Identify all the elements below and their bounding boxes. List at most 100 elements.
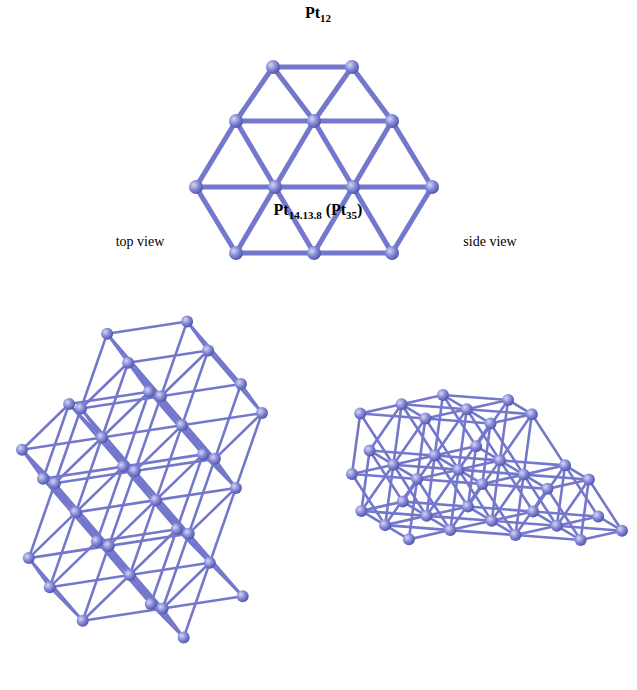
bond-line	[352, 474, 417, 479]
platinum-atom	[592, 510, 604, 522]
bond-line	[467, 409, 532, 414]
platinum-atom	[77, 615, 89, 627]
platinum-atom	[229, 246, 243, 260]
bond-line	[182, 351, 208, 426]
platinum-atom	[476, 478, 488, 490]
bond-line	[557, 526, 622, 531]
platinum-atom	[526, 408, 538, 420]
platinum-atom	[256, 407, 268, 419]
bond-line	[482, 484, 547, 489]
platinum-atom	[307, 114, 321, 128]
platinum-atom	[364, 444, 376, 456]
platinum-atom	[268, 180, 282, 194]
platinum-atom	[396, 398, 408, 410]
bond-line	[353, 185, 432, 190]
formula-text: (Pt	[326, 201, 346, 218]
bond-line	[409, 479, 417, 539]
bond-line	[581, 531, 622, 540]
label-group: Pt12	[305, 4, 331, 24]
platinum-atom	[559, 459, 571, 471]
bond-line	[275, 121, 314, 187]
platinum-atom	[486, 515, 498, 527]
bond-line	[589, 480, 622, 531]
platinum-atom	[437, 389, 449, 401]
platinum-atom	[583, 474, 595, 486]
bond-line	[43, 479, 97, 542]
bond-line	[450, 530, 515, 535]
bond-line	[107, 334, 161, 397]
bond-line	[43, 467, 123, 479]
bond-line	[425, 419, 490, 424]
bond-line	[177, 454, 203, 529]
platinum-atom	[124, 569, 136, 581]
platinum-atom	[96, 432, 108, 444]
bond-line	[210, 488, 236, 563]
bond-line	[352, 414, 360, 474]
platinum-atom	[345, 60, 359, 74]
platinum-atom	[307, 246, 321, 260]
platinum-atom	[346, 468, 358, 480]
formula-text: )	[357, 201, 362, 218]
platinum-atom	[385, 114, 399, 128]
platinum-atom	[91, 535, 103, 547]
formula-text: Pt	[305, 4, 320, 21]
bond-line	[69, 392, 149, 404]
bond-line	[50, 541, 97, 587]
bond-line	[515, 489, 547, 535]
bond-line	[275, 185, 353, 190]
platinum-atom	[44, 581, 56, 593]
platinum-atom	[101, 328, 113, 340]
platinum-atom	[346, 180, 360, 194]
platinum-atom	[63, 398, 75, 410]
platinum-atom	[197, 448, 209, 460]
label-group: side view	[463, 234, 516, 250]
label-group: Pt14.13.8(Pt35)	[274, 201, 363, 221]
platinum-atom	[462, 501, 474, 513]
bond-line	[208, 351, 262, 414]
bond-line	[184, 563, 210, 638]
bond-line	[500, 460, 565, 465]
bond-line	[314, 67, 352, 121]
bond-line	[236, 119, 314, 124]
platinum-atom	[419, 413, 431, 425]
label-group: top view	[116, 234, 165, 250]
platinum-atom	[176, 419, 188, 431]
bond-line	[393, 465, 458, 470]
bond-line	[515, 535, 580, 540]
platinum-atom	[204, 557, 216, 569]
platinum-atom	[509, 529, 521, 541]
platinum-atom	[387, 459, 399, 471]
bond-line	[547, 480, 588, 489]
bond-line	[435, 395, 443, 455]
platinum-atom	[183, 528, 195, 540]
platinum-atom	[421, 510, 433, 522]
bond-line	[547, 489, 580, 540]
bond-line	[50, 587, 83, 621]
bond-line	[524, 414, 532, 474]
platinum-atom	[122, 357, 134, 369]
bond-line	[385, 525, 450, 530]
bond-line	[491, 423, 524, 474]
bond-line	[467, 400, 508, 409]
bond-line	[236, 121, 275, 187]
bond-line	[425, 409, 466, 418]
bond-line	[491, 414, 532, 423]
bond-line	[524, 475, 589, 480]
bond-line	[210, 563, 243, 597]
platinum-atom	[103, 540, 115, 552]
bond-line	[97, 541, 151, 604]
bond-line	[314, 119, 392, 124]
platinum-atom	[23, 552, 35, 564]
bond-line	[425, 419, 458, 470]
platinum-atom	[527, 506, 539, 518]
platinum-atom	[494, 454, 506, 466]
bond-line	[236, 251, 314, 256]
bond-line	[482, 475, 523, 484]
platinum-atom	[429, 449, 441, 461]
platinum-atom	[551, 520, 563, 532]
platinum-atom	[230, 482, 242, 494]
bond-line	[392, 121, 432, 187]
bond-line	[353, 121, 392, 187]
bond-line	[43, 404, 69, 479]
bond-line	[417, 419, 425, 479]
